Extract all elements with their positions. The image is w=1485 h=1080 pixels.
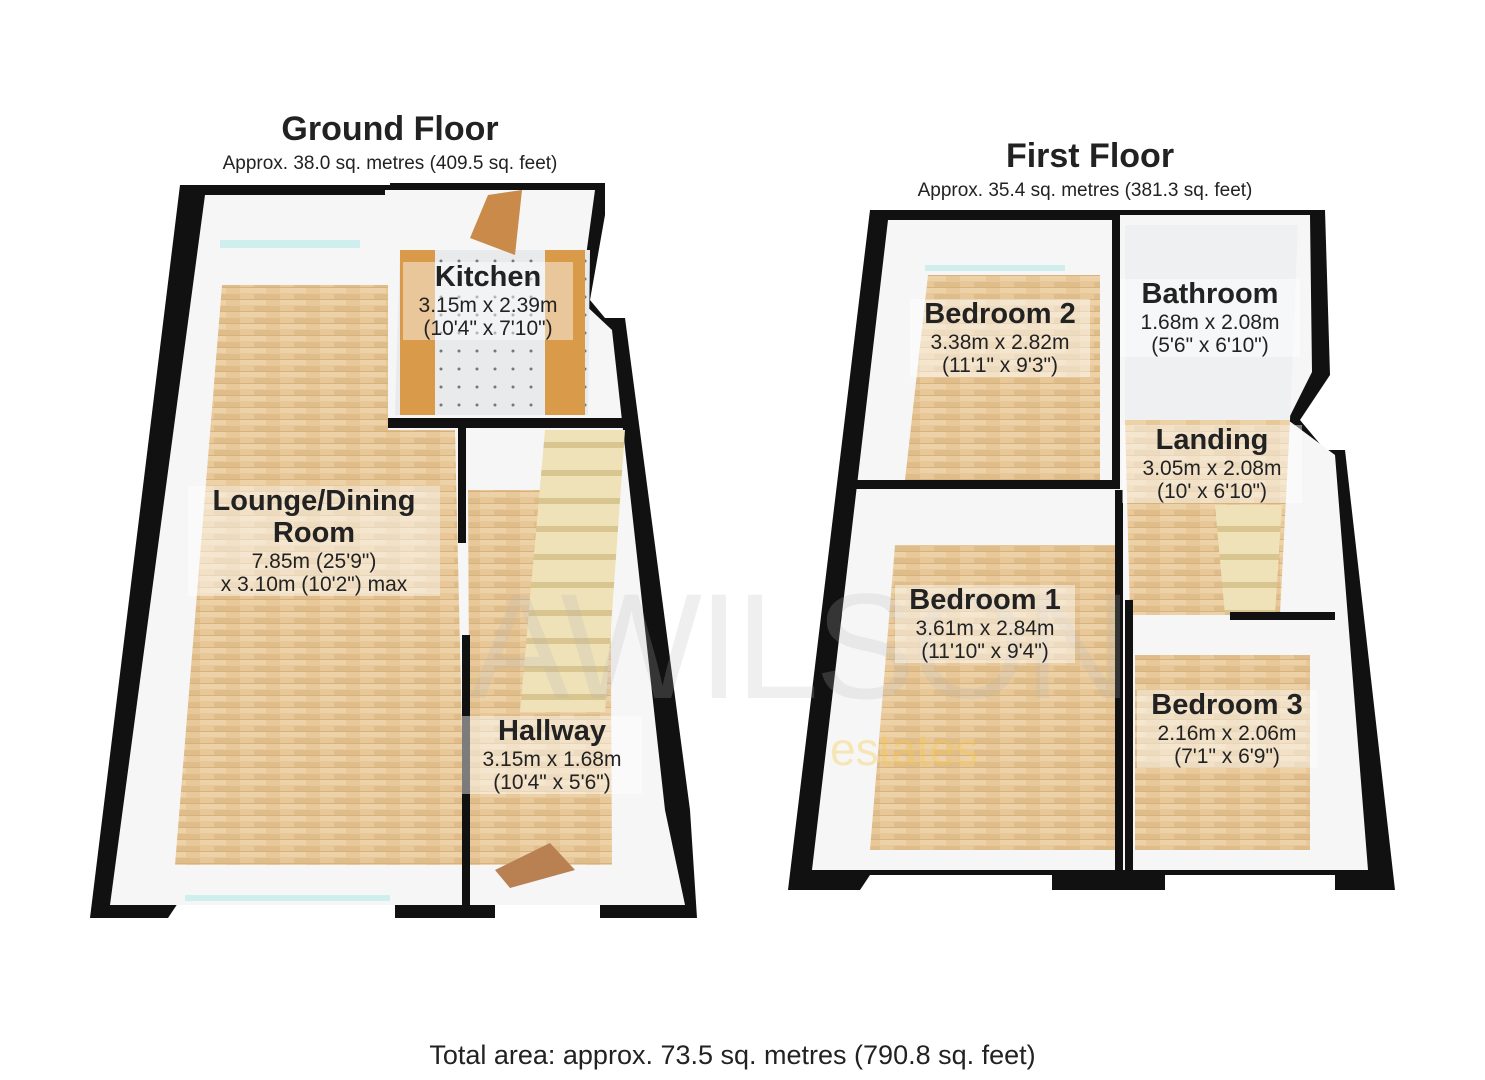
room-landing: Landing 3.05m x 2.08m (10' x 6'10") (1122, 424, 1302, 504)
room-imperial: (7'1" x 6'9") (1174, 744, 1280, 768)
landing-stairs (1215, 505, 1282, 615)
room-bedroom-3: Bedroom 3 2.16m x 2.06m (7'1" x 6'9") (1137, 689, 1317, 769)
lounge-window (220, 240, 360, 248)
room-name: Bathroom (1141, 278, 1279, 310)
room-name: Landing (1155, 424, 1269, 456)
room-metric: 1.68m x 2.08m (1140, 310, 1280, 334)
room-lounge-dining: Lounge/Dining Room 7.85m (25'9") x 3.10m… (188, 485, 440, 596)
front-door-kitchen (470, 190, 522, 255)
bedroom-divider-wall (850, 480, 1120, 489)
first-floor-plan (788, 210, 1395, 890)
bedroom-3-wall (1125, 600, 1133, 870)
ground-floor-title: Ground Floor (281, 110, 499, 148)
lounge-floor (175, 285, 465, 865)
room-kitchen: Kitchen 3.15m x 2.39m (10'4" x 7'10") (403, 261, 573, 341)
room-bedroom-2: Bedroom 2 3.38m x 2.82m (11'1" x 9'3") (910, 298, 1090, 378)
first-floor-title: First Floor (1005, 137, 1175, 175)
room-metric: 3.15m x 1.68m (482, 747, 622, 771)
bathroom-wall (1112, 215, 1120, 480)
ground-floor-area: Approx. 38.0 sq. metres (409.5 sq. feet) (222, 153, 558, 174)
room-imperial: (10' x 6'10") (1156, 479, 1268, 503)
room-name: Kitchen (434, 261, 542, 293)
bathroom-floor (1125, 225, 1298, 420)
first-floor-area: Approx. 35.4 sq. metres (381.3 sq. feet) (917, 180, 1253, 201)
room-name: Bedroom 1 (909, 584, 1061, 616)
room-hallway: Hallway 3.15m x 1.68m (10'4" x 5'6") (462, 715, 642, 795)
room-name: Bedroom 2 (924, 298, 1076, 330)
room-metric: 3.61m x 2.84m (915, 616, 1055, 640)
room-metric: 2.16m x 2.06m (1157, 721, 1297, 745)
room-metric: 7.85m (25'9") (251, 549, 377, 573)
ground-floor-plan (90, 183, 697, 918)
room-imperial: (11'1" x 9'3") (942, 353, 1058, 377)
room-imperial: x 3.10m (10'2") max (220, 572, 408, 596)
room-bedroom-1: Bedroom 1 3.61m x 2.84m (11'10" x 9'4") (895, 584, 1075, 664)
room-name: Lounge/Dining Room (212, 485, 416, 549)
watermark-sub: estates (830, 723, 979, 775)
kitchen-worktop-left (400, 250, 435, 415)
bedroom-2-window (925, 265, 1065, 271)
room-imperial: (10'4" x 5'6") (493, 770, 611, 794)
room-metric: 3.05m x 2.08m (1142, 456, 1282, 480)
room-bathroom: Bathroom 1.68m x 2.08m (5'6" x 6'10") (1120, 278, 1300, 358)
room-name: Hallway (498, 715, 606, 747)
room-metric: 3.15m x 2.39m (418, 293, 558, 317)
bedroom-1-floor (870, 545, 1115, 850)
kitchen-lounge-wall (388, 418, 628, 428)
room-metric: 3.38m x 2.82m (930, 330, 1070, 354)
total-area: Total area: approx. 73.5 sq. metres (790… (429, 1040, 1036, 1070)
front-door (495, 843, 575, 888)
room-name: Bedroom 3 (1151, 689, 1303, 721)
hallway-wall (458, 428, 466, 543)
hallway-wall-lower (462, 635, 470, 905)
staircase (520, 430, 625, 712)
bedroom-1-wall (1115, 490, 1123, 870)
kitchen-worktop-right (545, 250, 585, 415)
bedroom-3-top-wall (1230, 612, 1335, 620)
lounge-front-window (185, 895, 390, 901)
kitchen-floor (395, 250, 590, 415)
bedroom-3-floor (1135, 655, 1310, 850)
room-imperial: (11'10" x 9'4") (921, 639, 1049, 663)
room-imperial: (5'6" x 6'10") (1151, 333, 1269, 357)
room-imperial: (10'4" x 7'10") (423, 316, 553, 340)
bedroom-2-floor (905, 275, 1100, 480)
watermark-brand: AWILSON (470, 562, 1132, 730)
